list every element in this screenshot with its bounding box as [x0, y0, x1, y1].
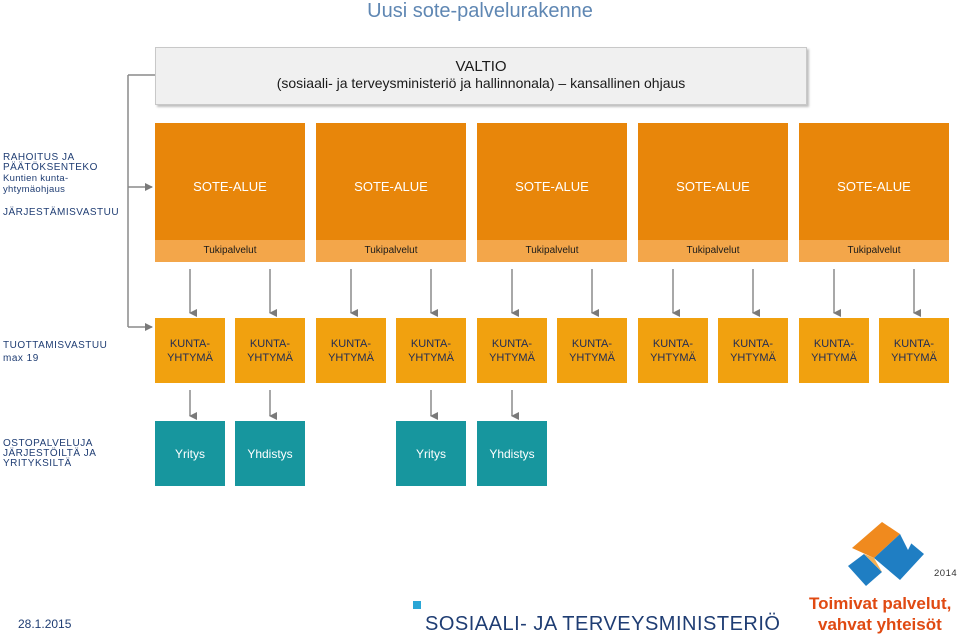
kuntayhtyma-box: KUNTA- YHTYMÄ	[638, 318, 708, 383]
kuntayhtyma-line1: KUNTA-	[410, 337, 452, 350]
sote-area-name: SOTE-ALUE	[193, 179, 267, 194]
support-services: Tukipalvelut	[477, 240, 627, 262]
sote-area-name: SOTE-ALUE	[354, 179, 428, 194]
kuntayhtyma-line2: YHTYMÄ	[247, 351, 293, 364]
sote-area-4: SOTE-ALUE Tukipalvelut	[638, 123, 788, 262]
kuntayhtyma-line2: YHTYMÄ	[891, 351, 937, 364]
funding-sub-line2: yhtymäohjaus	[3, 184, 66, 195]
kuntayhtyma-box: KUNTA- YHTYMÄ	[396, 318, 466, 383]
kuntayhtyma-line2: YHTYMÄ	[489, 351, 535, 364]
ministry-logo-square	[413, 601, 421, 609]
kuntayhtyma-box: KUNTA- YHTYMÄ	[316, 318, 386, 383]
support-services: Tukipalvelut	[155, 240, 305, 262]
sote-area-3: SOTE-ALUE Tukipalvelut	[477, 123, 627, 262]
slogan-line1: Toimivat palvelut,	[809, 594, 952, 613]
provider-company-box: Yritys	[155, 421, 225, 486]
kuntayhtyma-box: KUNTA- YHTYMÄ	[718, 318, 788, 383]
kuntayhtyma-line1: KUNTA-	[813, 337, 855, 350]
kuntayhtyma-box: KUNTA- YHTYMÄ	[235, 318, 305, 383]
provider-association-box: Yhdistys	[235, 421, 305, 486]
support-services: Tukipalvelut	[638, 240, 788, 262]
kuntayhtyma-box: KUNTA- YHTYMÄ	[879, 318, 949, 383]
sote-area-name: SOTE-ALUE	[837, 179, 911, 194]
page-title: Uusi sote-palvelurakenne	[367, 0, 593, 22]
provider-association-box: Yhdistys	[477, 421, 547, 486]
kuntayhtyma-box: KUNTA- YHTYMÄ	[557, 318, 627, 383]
support-services: Tukipalvelut	[316, 240, 466, 262]
kuntayhtyma-line2: YHTYMÄ	[730, 351, 776, 364]
kuntayhtyma-box: KUNTA- YHTYMÄ	[477, 318, 547, 383]
sote-area-5: SOTE-ALUE Tukipalvelut	[799, 123, 949, 262]
slogan-line2: vahvat yhteisöt	[818, 615, 942, 634]
kuntayhtyma-line2: YHTYMÄ	[650, 351, 696, 364]
state-subtitle: (sosiaali- ja terveysministeriö ja halli…	[276, 75, 686, 91]
funding-label-line2: PÄÄTÖKSENTEKO	[3, 162, 98, 173]
kuntayhtyma-line1: KUNTA-	[732, 337, 774, 350]
kuntayhtyma-line1: KUNTA-	[491, 337, 533, 350]
ministry-logo-icon	[848, 522, 924, 586]
kuntayhtyma-line2: YHTYMÄ	[811, 351, 857, 364]
purchase-label-line3: YRITYKSILTÄ	[3, 458, 72, 469]
kuntayhtyma-line2: YHTYMÄ	[408, 351, 454, 364]
kuntayhtyma-line1: KUNTA-	[893, 337, 935, 350]
purchase-label-line1: OSTOPALVELUJA	[3, 438, 93, 449]
kuntayhtyma-line2: YHTYMÄ	[328, 351, 374, 364]
state-box: VALTIO (sosiaali- ja terveysministeriö j…	[155, 47, 807, 105]
kuntayhtyma-box: KUNTA- YHTYMÄ	[799, 318, 869, 383]
organizing-label: JÄRJESTÄMISVASTUU	[3, 207, 120, 218]
kuntayhtyma-line2: YHTYMÄ	[167, 351, 213, 364]
kuntayhtyma-line1: KUNTA-	[652, 337, 694, 350]
sote-area-name: SOTE-ALUE	[515, 179, 589, 194]
purchase-label-line2: JÄRJESTÖILTÄ JA	[3, 448, 97, 459]
funding-sub-line1: Kuntien kunta-	[3, 173, 69, 184]
arrows-sote-to-kunta	[189, 269, 921, 317]
kuntayhtyma-line1: KUNTA-	[249, 337, 291, 350]
kuntayhtyma-line1: KUNTA-	[571, 337, 613, 350]
sote-area-1: SOTE-ALUE Tukipalvelut	[155, 123, 305, 262]
provider-company-box: Yritys	[396, 421, 466, 486]
kuntayhtyma-line1: KUNTA-	[330, 337, 372, 350]
footer-date: 28.1.2015	[18, 617, 72, 631]
ministry-name: SOSIAALI- JA TERVEYSMINISTERIÖ	[425, 613, 781, 635]
logo-year: 2014	[934, 568, 958, 579]
sote-area-name: SOTE-ALUE	[676, 179, 750, 194]
production-sub-label: max 19	[3, 353, 39, 364]
kuntayhtyma-line1: KUNTA-	[169, 337, 211, 350]
kuntayhtyma-line2: YHTYMÄ	[569, 351, 615, 364]
state-title: VALTIO	[455, 58, 507, 75]
kuntayhtyma-box: KUNTA- YHTYMÄ	[155, 318, 225, 383]
sote-area-2: SOTE-ALUE Tukipalvelut	[316, 123, 466, 262]
funding-label-line1: RAHOITUS JA	[3, 152, 75, 163]
arrows-kunta-to-private	[189, 390, 519, 420]
support-services: Tukipalvelut	[799, 240, 949, 262]
production-label: TUOTTAMISVASTUU	[3, 340, 108, 351]
